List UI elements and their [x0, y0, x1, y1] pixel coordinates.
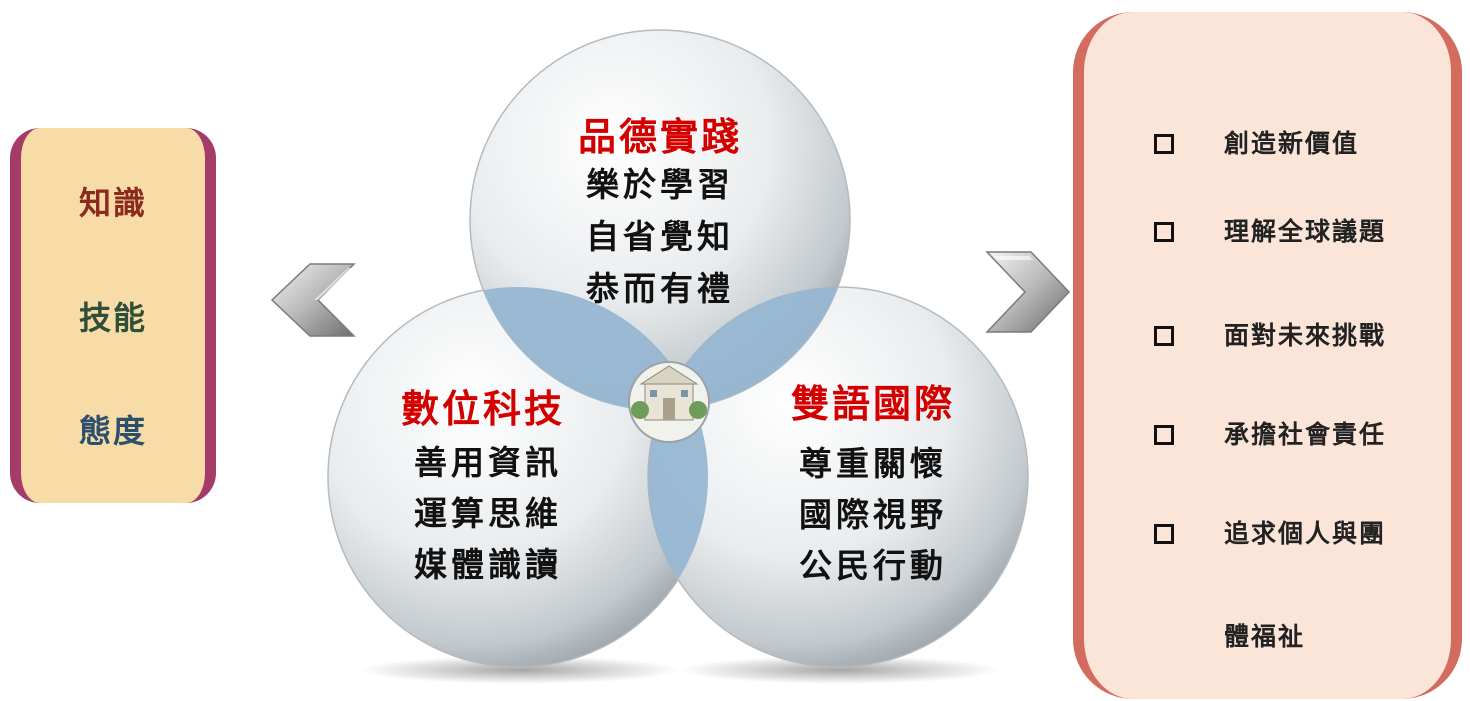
- list-item: 承擔社會責任: [1084, 415, 1451, 455]
- circle-right-line-1: 尊重關懷: [799, 444, 947, 483]
- list-item: 面對未來挑戰: [1084, 316, 1451, 356]
- list-item: 理解全球議題: [1084, 212, 1451, 252]
- list-item: 追求個人與團: [1084, 514, 1451, 554]
- circle-left-title: 數位科技: [400, 386, 565, 431]
- right-panel: 創造新價值 理解全球議題 面對未來挑戰 承擔社會責任 追求個人與團 體福祉: [1073, 12, 1462, 699]
- list-item: 創造新價值: [1084, 124, 1451, 164]
- square-bullet-icon: [1154, 222, 1174, 242]
- circle-top-title: 品德實踐: [577, 114, 742, 159]
- square-bullet-icon: [1154, 134, 1174, 154]
- circle-right-line-2: 國際視野: [799, 495, 947, 534]
- circle-left-text: 數位科技 善用資訊 運算思維 媒體識讀: [378, 386, 588, 584]
- school-building-icon: [628, 361, 710, 443]
- circle-right-text: 雙語國際 尊重關懷 國際視野 公民行動: [768, 381, 978, 585]
- list-item-continuation: 體福祉: [1084, 617, 1451, 657]
- chevron-left-icon: [270, 263, 356, 337]
- circle-right-title: 雙語國際: [790, 381, 955, 426]
- circle-left-line-1: 善用資訊: [414, 443, 562, 482]
- circle-left-line-2: 運算思維: [414, 494, 562, 533]
- square-bullet-icon: [1154, 425, 1174, 445]
- circle-top-line-2: 自省覺知: [586, 217, 734, 256]
- left-panel: 知識 技能 態度: [10, 128, 216, 503]
- square-bullet-icon: [1154, 524, 1174, 544]
- circle-top-line-3: 恭而有禮: [586, 269, 734, 308]
- circle-top-text: 品德實踐 樂於學習 自省覺知 恭而有禮: [560, 114, 760, 308]
- circle-right-line-3: 公民行動: [799, 546, 947, 585]
- chevron-right-icon: [985, 251, 1071, 333]
- list-item-text: 創造新價值: [1224, 129, 1360, 158]
- circle-left-line-3: 媒體識讀: [414, 545, 562, 584]
- left-item-skills: 技能: [78, 299, 147, 337]
- left-item-attitude: 態度: [78, 412, 147, 450]
- list-item-text: 追求個人與團: [1224, 519, 1387, 548]
- square-bullet-icon: [1154, 326, 1174, 346]
- circle-top-line-1: 樂於學習: [586, 165, 734, 204]
- list-item-text: 體福祉: [1224, 622, 1306, 651]
- list-item-text: 面對未來挑戰: [1224, 321, 1387, 350]
- list-item-text: 理解全球議題: [1224, 217, 1387, 246]
- list-item-text: 承擔社會責任: [1224, 420, 1387, 449]
- left-item-knowledge: 知識: [78, 184, 147, 222]
